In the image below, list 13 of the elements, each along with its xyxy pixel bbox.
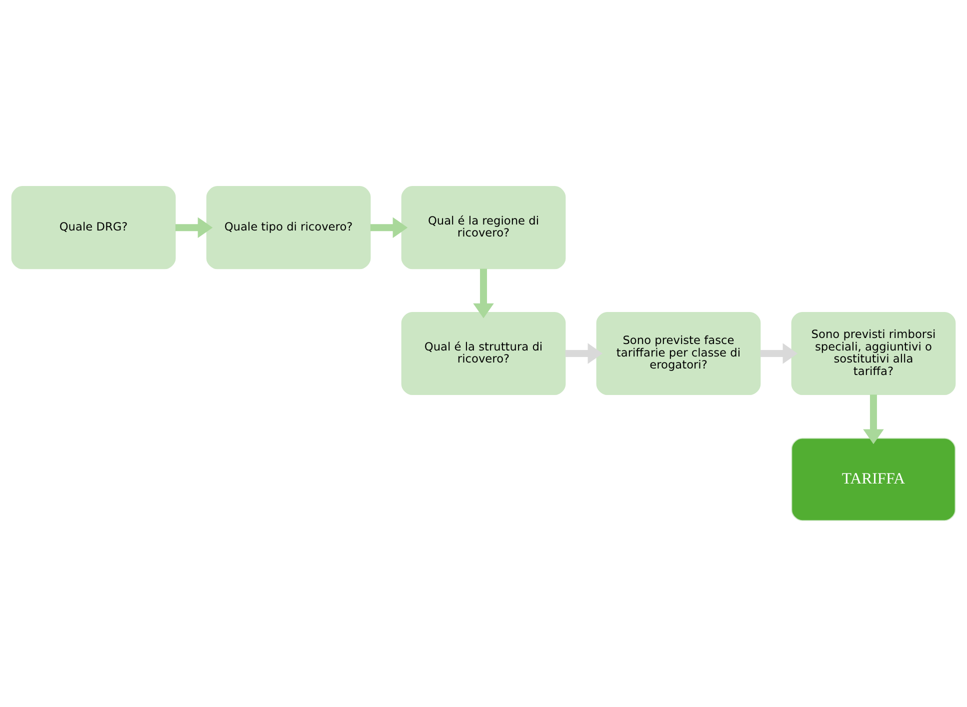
arrow	[565, 343, 603, 364]
arrow	[760, 343, 798, 364]
node-box: TARIFFA	[791, 438, 956, 521]
node-box: Sono previsti rimborsi speciali, aggiuntivi o sostitutivi alla tariffa?	[791, 312, 956, 396]
arrow	[370, 217, 408, 238]
arrow	[473, 268, 494, 318]
arrow	[863, 394, 884, 444]
node-box: Qual é la struttura di ricovero?	[401, 312, 566, 396]
node-box: Qual é la regione di ricovero?	[401, 186, 566, 270]
node-box: Sono previste fasce tariffarie per classe di erogatori?	[596, 312, 761, 396]
node-box: Quale tipo di ricovero?	[206, 186, 371, 270]
arrow	[175, 217, 213, 238]
node-box: Quale DRG?	[11, 186, 176, 270]
